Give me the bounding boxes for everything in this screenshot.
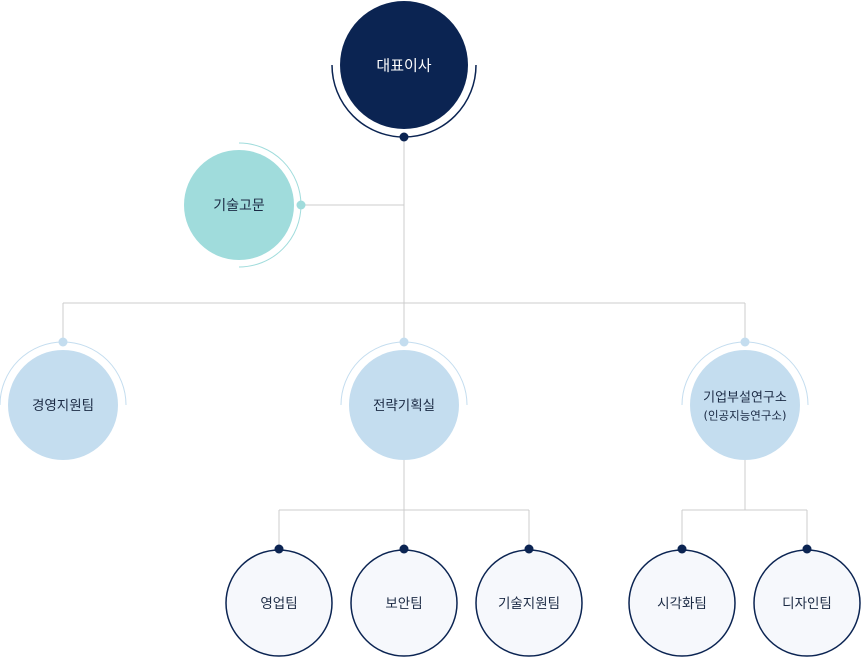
advisor-circle (184, 150, 294, 260)
ceo-dot (399, 132, 409, 142)
dept-node-strategy: 전략기획실 (340, 337, 468, 460)
team-label: 보안팀 (385, 596, 422, 612)
dept-circle (690, 350, 800, 460)
team-label: 기술지원팀 (498, 596, 560, 612)
dept-node-research: 기업부설연구소 (인공지능연구소) (681, 337, 809, 460)
team-dot (399, 544, 409, 554)
ceo-circle (340, 1, 468, 129)
team-dot (524, 544, 534, 554)
advisor-node: 기술고문 (184, 142, 306, 268)
dept-node-management: 경영지원팀 (0, 337, 127, 460)
dept-circle (8, 350, 118, 460)
team-label: 디자인팀 (782, 596, 832, 612)
team-node-security: 보안팀 (350, 544, 458, 657)
team-node-tech-support: 기술지원팀 (475, 544, 583, 657)
team-node-design: 디자인팀 (753, 544, 861, 657)
team-node-sales: 영업팀 (225, 544, 333, 657)
team-dot (677, 544, 687, 554)
team-label: 영업팀 (260, 596, 297, 612)
dept-circle (349, 350, 459, 460)
team-node-visualization: 시각화팀 (628, 544, 736, 657)
ceo-label: 대표이사 (376, 57, 431, 75)
dept-dot (740, 337, 750, 347)
advisor-dot (296, 200, 306, 210)
team-dot (802, 544, 812, 554)
connector-lines (62, 137, 808, 549)
dept-dot (399, 337, 409, 347)
dept-sub-label: (인공지능연구소) (703, 409, 786, 423)
dept-label: 기업부설연구소 (703, 391, 787, 406)
dept-label: 경영지원팀 (32, 398, 94, 414)
team-dot (274, 544, 284, 554)
advisor-label: 기술고문 (213, 198, 265, 214)
dept-label: 전략기획실 (373, 398, 435, 414)
ceo-node: 대표이사 (331, 1, 477, 142)
team-label: 시각화팀 (657, 596, 707, 612)
dept-dot (58, 337, 68, 347)
